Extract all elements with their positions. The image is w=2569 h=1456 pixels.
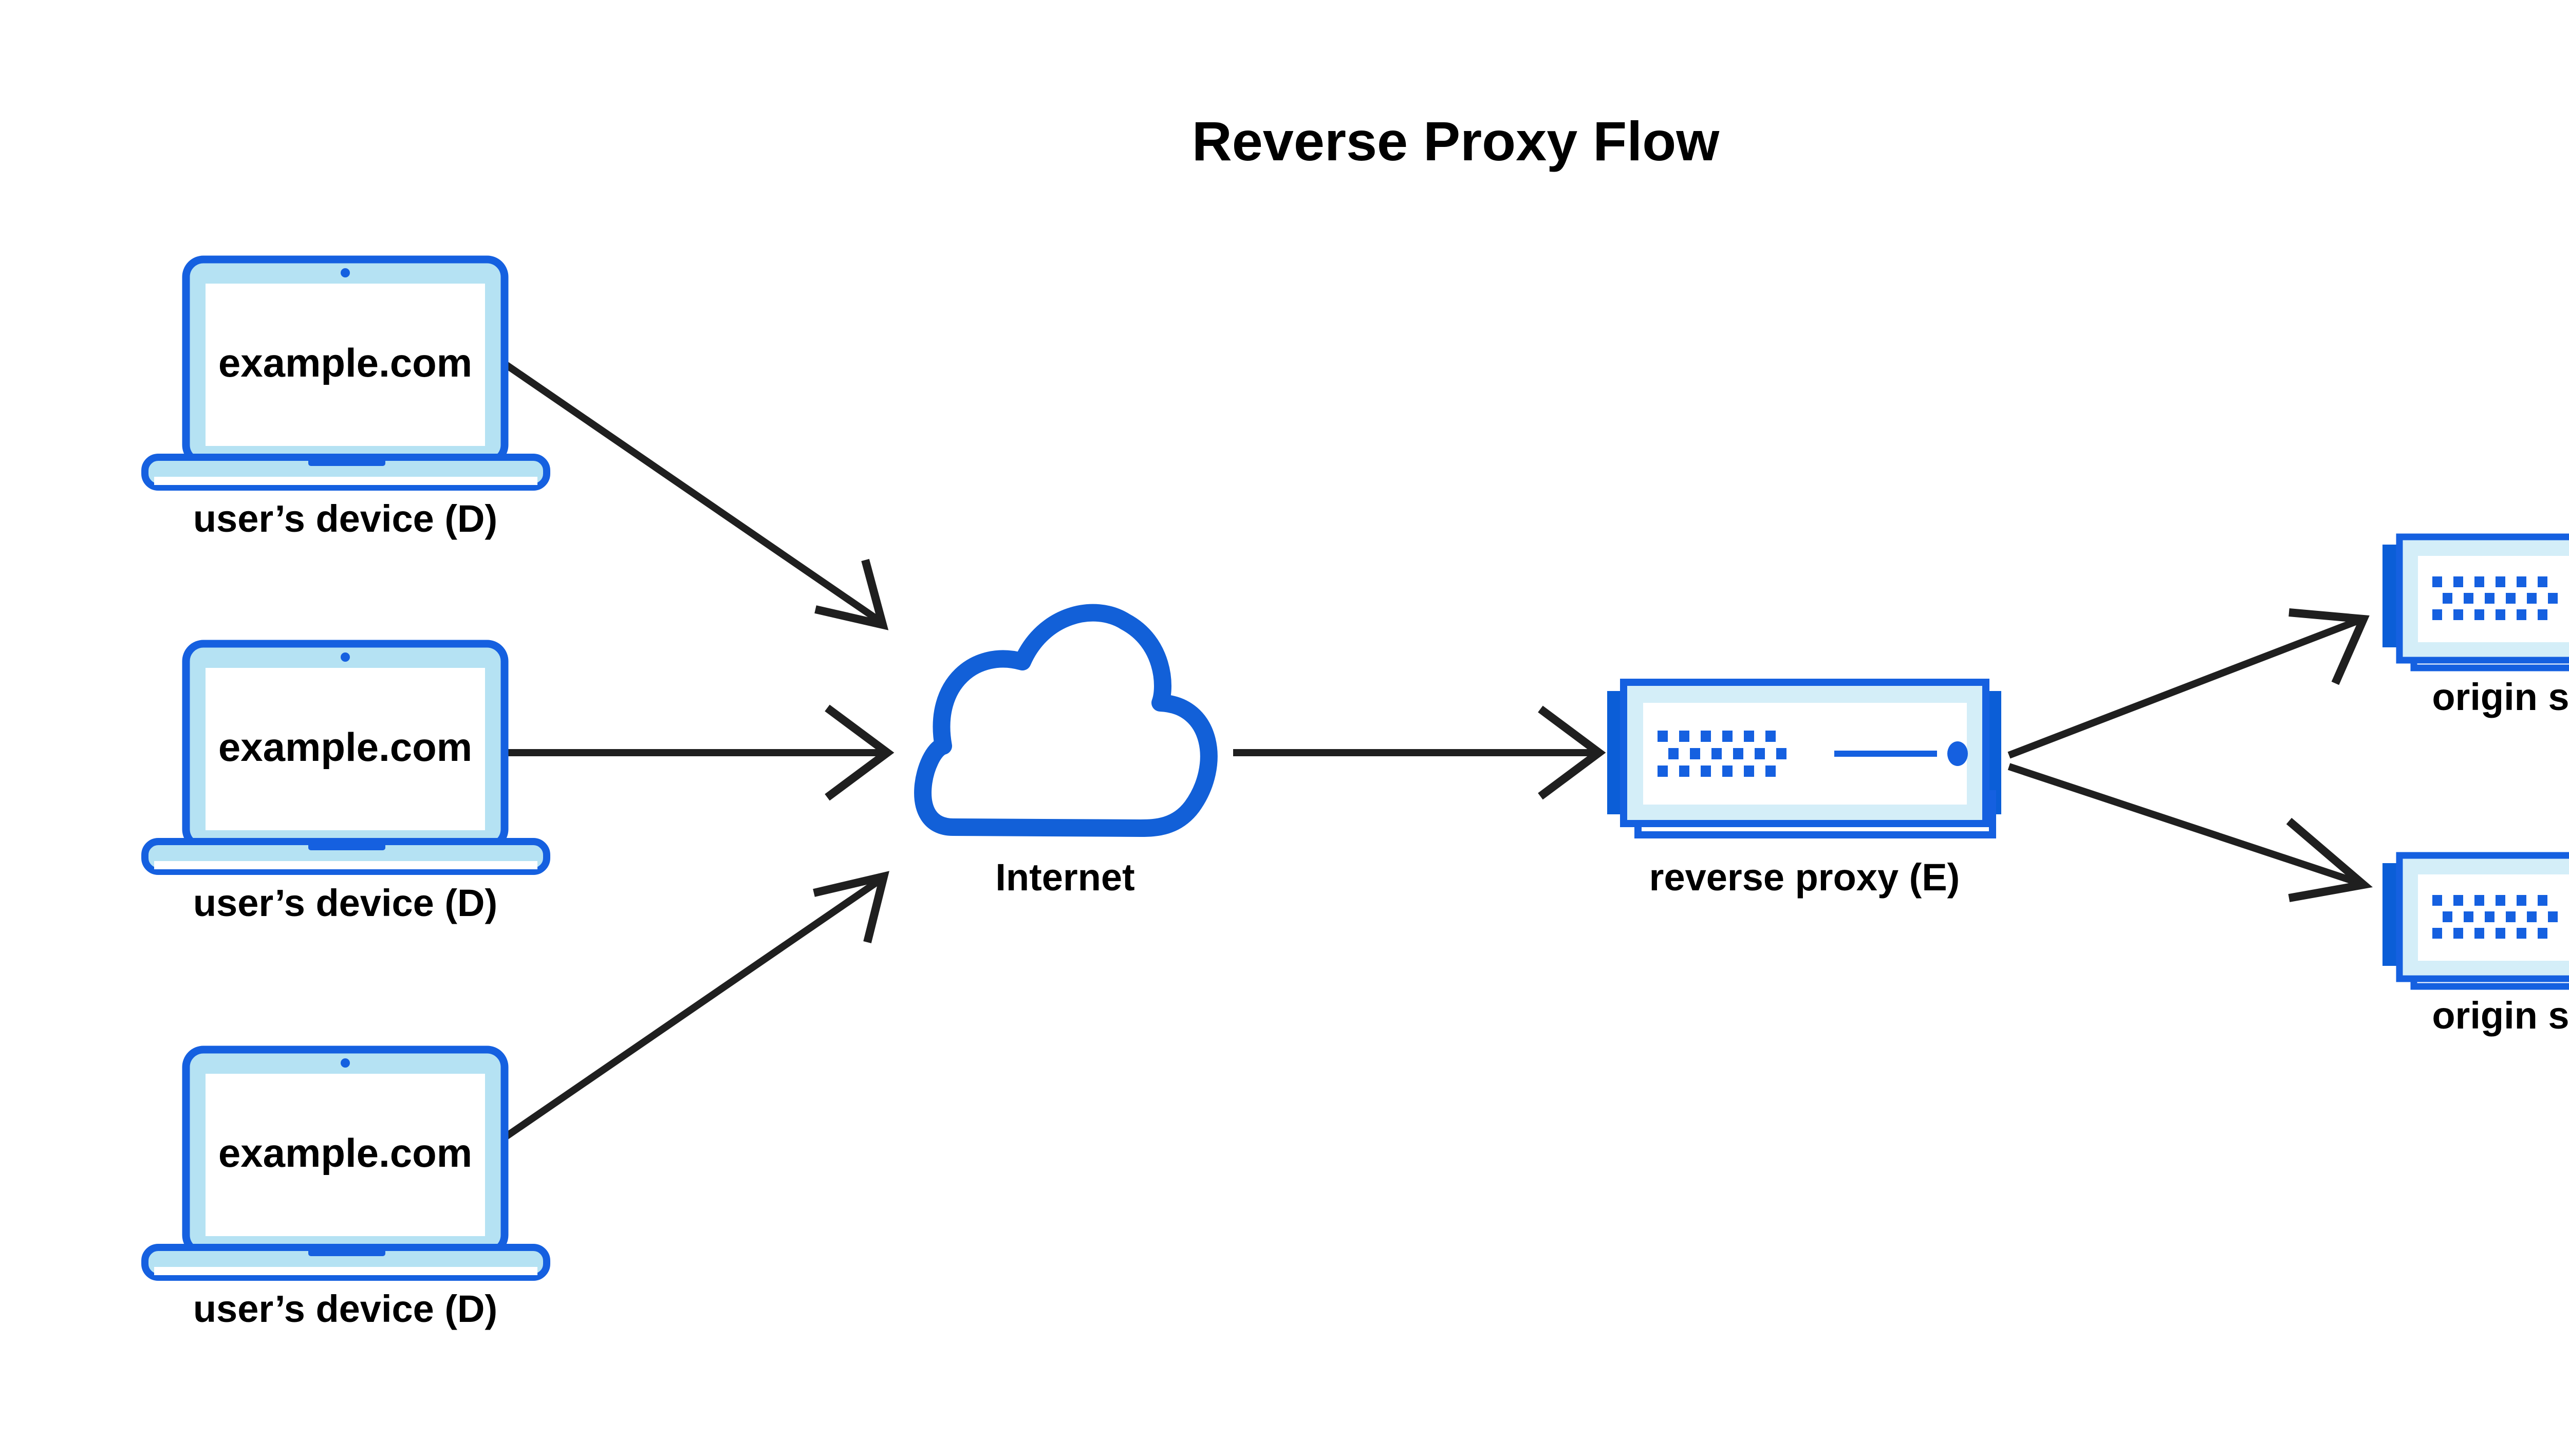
page-title: Reverse Proxy Flow <box>1192 110 1720 172</box>
server-led-grid <box>2432 576 2558 620</box>
trackpad-notch-icon <box>308 842 385 850</box>
internet-cloud[interactable]: Internet <box>914 604 1218 899</box>
server-led-grid <box>1658 731 1786 777</box>
laptop-screen <box>206 668 485 830</box>
device-middle-label: user’s device (D) <box>193 882 497 924</box>
device-middle[interactable]: example.com user’s device (D) <box>141 640 550 924</box>
origin-top[interactable]: origin server (F) <box>2382 533 2569 718</box>
camera-icon <box>341 652 350 662</box>
trackpad-notch-icon <box>308 457 385 466</box>
laptop-icon: example.com <box>141 640 550 875</box>
laptop-base-highlight <box>154 1267 537 1275</box>
screen-url-text: example.com <box>218 1130 472 1175</box>
origin-top-label: origin server (F) <box>2432 676 2569 718</box>
laptop-base-highlight <box>154 861 537 869</box>
server-status-line <box>1834 751 1937 757</box>
origin-bottom-label: origin server (F) <box>2432 994 2569 1037</box>
arrow-internet-to-reverse-proxy <box>1233 705 1606 800</box>
server-icon <box>1607 679 2001 838</box>
origin-bottom[interactable]: origin server (F) <box>2382 852 2569 1037</box>
screen-url-text: example.com <box>218 340 472 385</box>
laptop-icon: example.com <box>141 1046 550 1281</box>
screen-url-text: example.com <box>218 724 472 770</box>
reverse-proxy-label: reverse proxy (E) <box>1649 856 1960 899</box>
arrow-device-middle-to-internet <box>506 704 895 801</box>
server-icon <box>2382 852 2569 990</box>
server-led-grid <box>2432 895 2558 939</box>
device-bottom[interactable]: example.com user’s device (D) <box>141 1046 550 1330</box>
camera-icon <box>341 268 350 277</box>
laptop-icon: example.com <box>141 255 550 491</box>
device-bottom-label: user’s device (D) <box>193 1287 497 1330</box>
server-icon <box>2382 533 2569 671</box>
server-status-dot-icon <box>1947 741 1968 766</box>
arrow-device-bottom-to-internet <box>504 871 889 1140</box>
device-top[interactable]: example.com user’s device (D) <box>141 255 550 540</box>
arrow-reverse-proxy-to-origin-top <box>2007 608 2370 759</box>
trackpad-notch-icon <box>308 1247 385 1256</box>
cloud-icon <box>914 604 1218 837</box>
device-top-label: user’s device (D) <box>193 497 497 540</box>
arrow-device-top-to-internet <box>504 362 889 630</box>
connector-layer <box>504 362 2373 1140</box>
laptop-screen <box>206 284 485 446</box>
camera-icon <box>341 1058 350 1068</box>
arrow-reverse-proxy-to-origin-bottom <box>2007 763 2373 902</box>
laptop-screen <box>206 1074 485 1236</box>
reverse-proxy[interactable]: reverse proxy (E) <box>1607 679 2001 899</box>
laptop-base-highlight <box>154 477 537 485</box>
internet-label: Internet <box>995 856 1134 899</box>
